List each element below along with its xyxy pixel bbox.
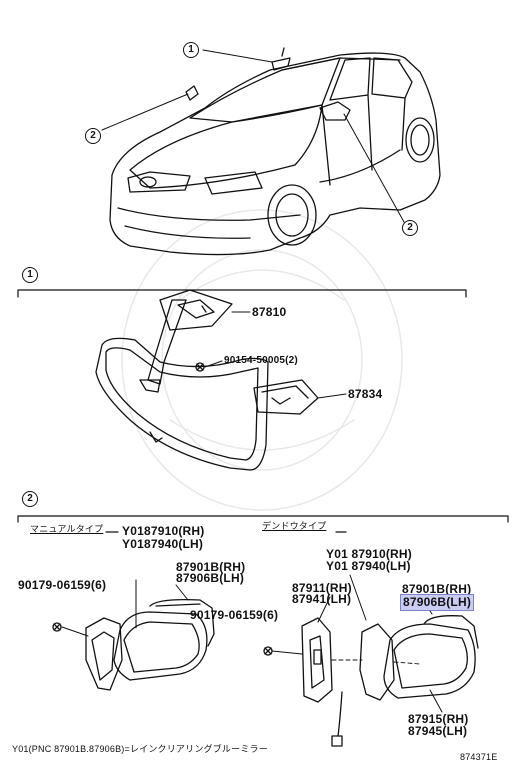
manual-87906b-label: 87906B(LH)	[176, 571, 245, 585]
electric-y01-lh-label: Y01 87940(LH)	[326, 559, 411, 573]
electric-90179-label: 90179-06159(6)	[190, 608, 279, 622]
car-illustration	[109, 47, 441, 256]
part-87810-label: 87810	[252, 305, 287, 319]
part-87834-label: 87834	[348, 387, 383, 401]
callout-2-car-right: 2	[402, 220, 418, 236]
electric-y01-rh-label: Y01 87910(RH)	[326, 547, 412, 561]
section2-bracket	[17, 515, 509, 533]
electric-mirror-assembly	[263, 615, 479, 747]
footer-note: Y01(PNC 87901B.87906B)=レインクリアリングブルーミラー	[12, 744, 268, 754]
section1-bracket	[17, 289, 467, 298]
watermark	[121, 209, 403, 511]
part-90154-label: 90154-50005(2)	[224, 355, 298, 366]
electric-87945-label: 87945(LH)	[408, 724, 468, 738]
section-1-callout: 1	[22, 267, 38, 283]
electric-87901b-label: 87901B(RH)	[402, 582, 472, 596]
figure-code: 874371E	[460, 752, 498, 762]
manual-leaders	[61, 579, 189, 637]
manual-87901b-label: 87901B(RH)	[176, 560, 246, 574]
electric-87915-label: 87915(RH)	[408, 712, 469, 726]
manual-type-heading: マニュアルタイプ	[30, 524, 104, 534]
rearview-mirror	[95, 289, 319, 471]
electric-type-heading: デンドウタイプ	[262, 521, 327, 531]
callout-2-car-left: 2	[85, 128, 101, 144]
section-2-callout: 2	[22, 491, 38, 507]
dashed-leaders	[331, 659, 421, 665]
electric-87941-label: 87941(LH)	[292, 592, 352, 606]
electric-87906b-label-highlighted: 87906B(LH)	[399, 594, 475, 611]
manual-90179-label: 90179-06159(6)	[18, 578, 107, 592]
manual-y01-rh-label: Y0187910(RH)	[122, 524, 205, 538]
electric-87911-label: 87911(RH)	[292, 581, 352, 595]
callout-1-car: 1	[183, 42, 199, 58]
section1-leaders	[204, 311, 347, 399]
manual-y01-lh-label: Y0187940(LH)	[122, 537, 204, 551]
car-leader-lines	[101, 49, 405, 223]
